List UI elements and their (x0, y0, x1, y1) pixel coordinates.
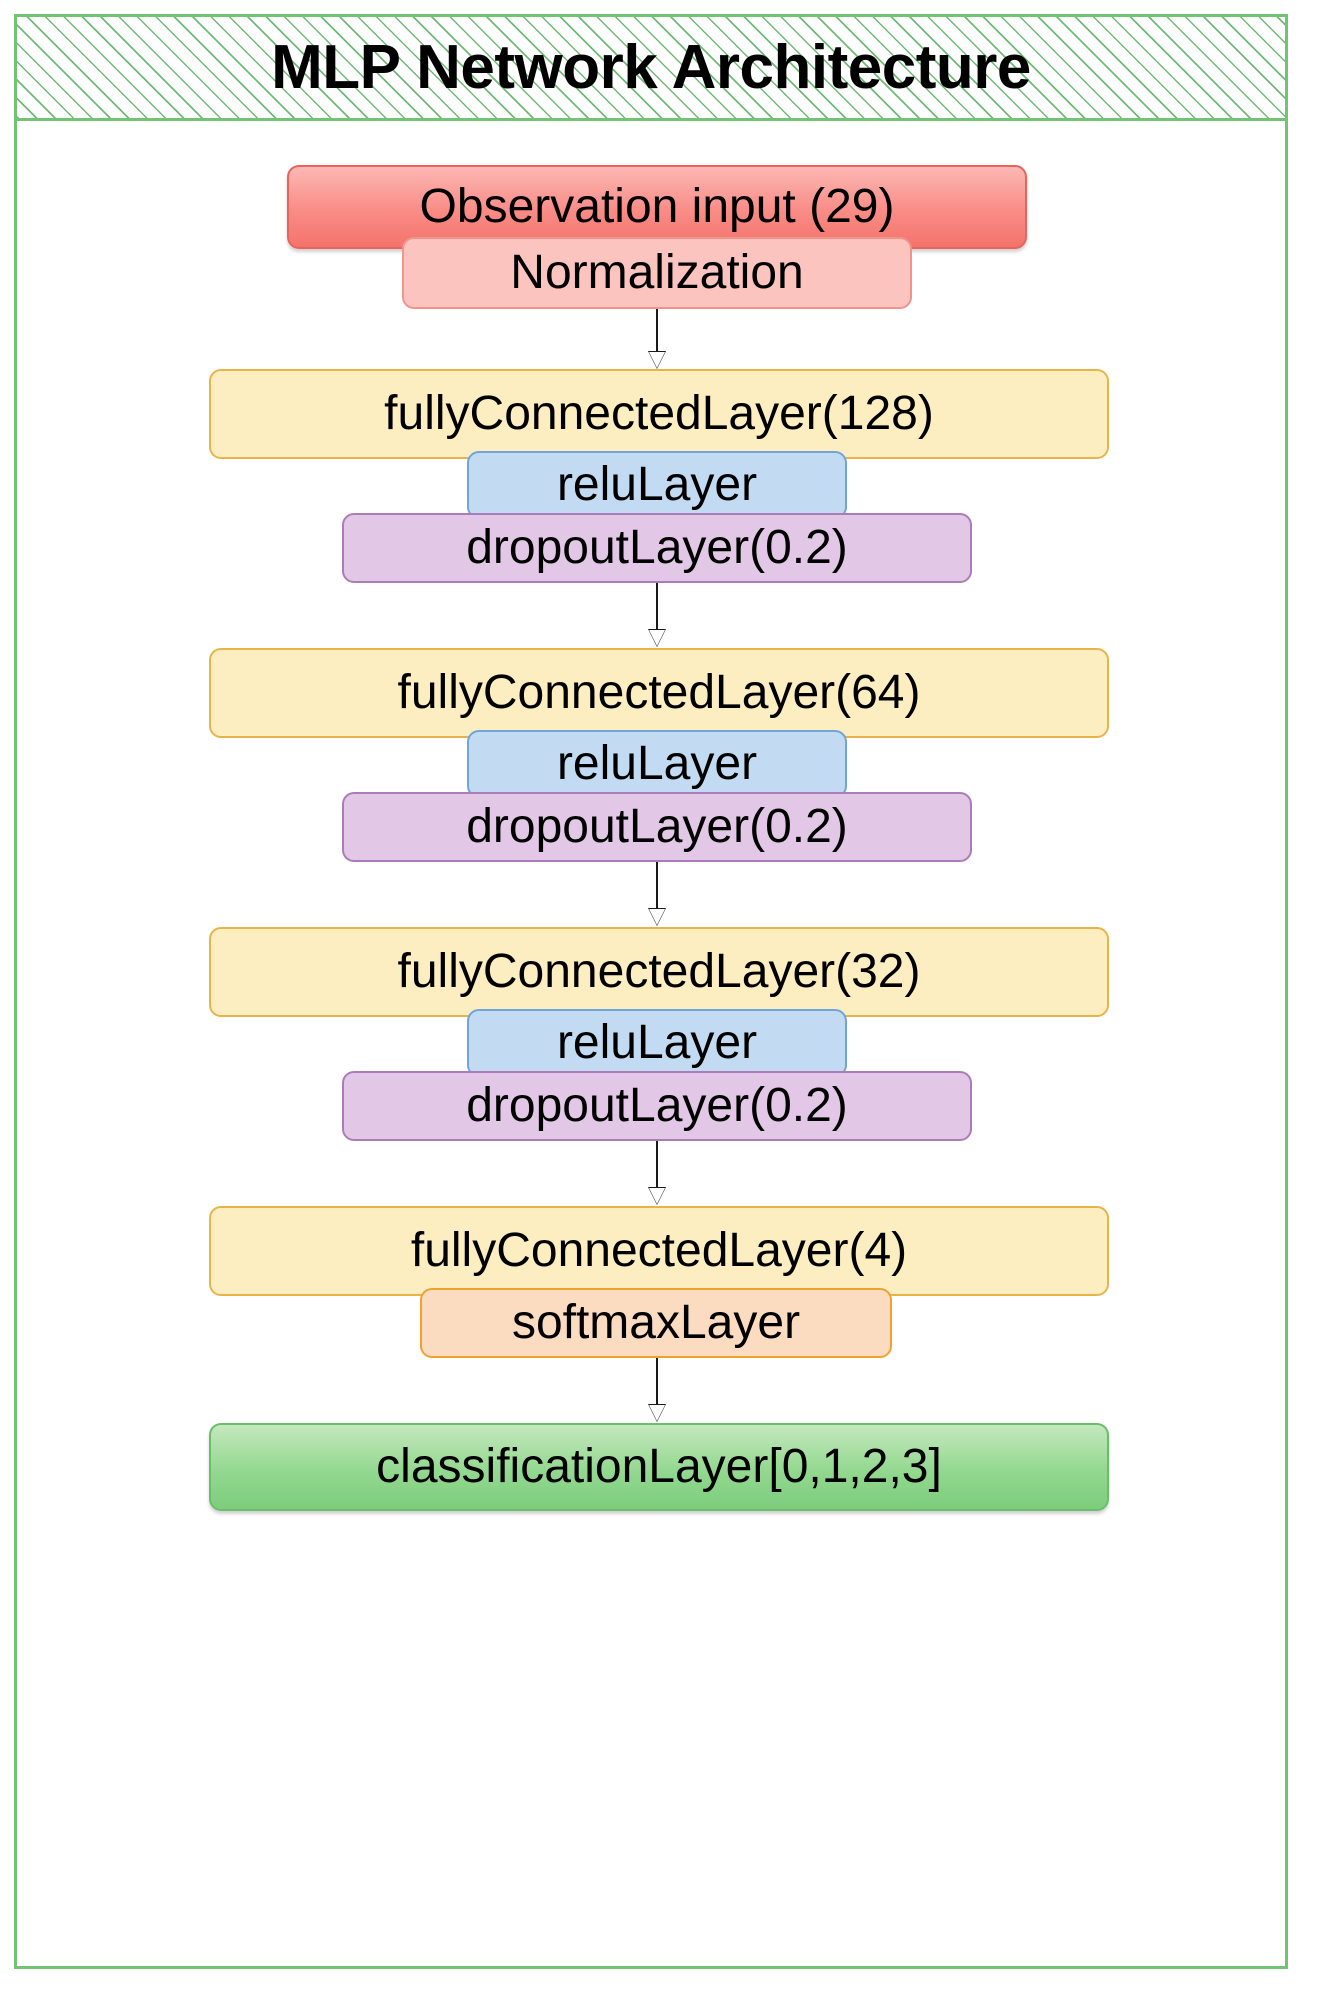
node-observation-input-label: Observation input (29) (419, 180, 895, 233)
node-dropout-3[interactable]: dropoutLayer(0.2) (342, 1071, 972, 1141)
arrow-normalization-to-fc128 (648, 309, 666, 371)
arrow-softmax-to-classification (648, 1358, 666, 1426)
node-fully-connected-4[interactable]: fullyConnectedLayer(4) (209, 1206, 1109, 1296)
node-softmax-label: softmaxLayer (511, 1296, 801, 1349)
page-title: MLP Network Architecture (271, 32, 1031, 102)
node-dropout-1-label: dropoutLayer(0.2) (466, 521, 848, 574)
node-normalization-label: Normalization (510, 246, 804, 299)
node-dropout-2-label: dropoutLayer(0.2) (466, 800, 848, 853)
node-dropout-1[interactable]: dropoutLayer(0.2) (342, 513, 972, 583)
node-relu-3[interactable]: reluLayer (467, 1009, 847, 1077)
node-normalization[interactable]: Normalization (402, 237, 912, 309)
node-observation-input[interactable]: Observation input (29) (287, 165, 1027, 249)
node-fully-connected-64-label: fullyConnectedLayer(64) (397, 666, 921, 719)
node-dropout-2[interactable]: dropoutLayer(0.2) (342, 792, 972, 862)
node-relu-2[interactable]: reluLayer (467, 730, 847, 798)
arrow-dropout1-to-fc64 (648, 583, 666, 651)
arrow-dropout3-to-fc4 (648, 1141, 666, 1209)
node-relu-1[interactable]: reluLayer (467, 451, 847, 519)
node-softmax[interactable]: softmaxLayer (420, 1288, 892, 1358)
node-classification[interactable]: classificationLayer[0,1,2,3] (209, 1423, 1109, 1511)
arrow-dropout2-to-fc32 (648, 862, 666, 930)
node-fully-connected-32-label: fullyConnectedLayer(32) (397, 945, 921, 998)
node-fully-connected-64[interactable]: fullyConnectedLayer(64) (209, 648, 1109, 738)
node-classification-label: classificationLayer[0,1,2,3] (376, 1440, 942, 1493)
node-fully-connected-128[interactable]: fullyConnectedLayer(128) (209, 369, 1109, 459)
node-relu-1-label: reluLayer (556, 458, 758, 511)
title-banner: MLP Network Architecture (17, 17, 1285, 121)
node-fully-connected-32[interactable]: fullyConnectedLayer(32) (209, 927, 1109, 1017)
network-flow-canvas: Observation input (29) Normalization ful… (17, 121, 1285, 1966)
node-relu-2-label: reluLayer (556, 737, 758, 790)
node-fully-connected-128-label: fullyConnectedLayer(128) (384, 387, 934, 440)
node-fully-connected-4-label: fullyConnectedLayer(4) (410, 1224, 908, 1277)
diagram-frame: MLP Network Architecture Observation inp… (14, 14, 1288, 1969)
node-dropout-3-label: dropoutLayer(0.2) (466, 1079, 848, 1132)
node-relu-3-label: reluLayer (556, 1016, 758, 1069)
